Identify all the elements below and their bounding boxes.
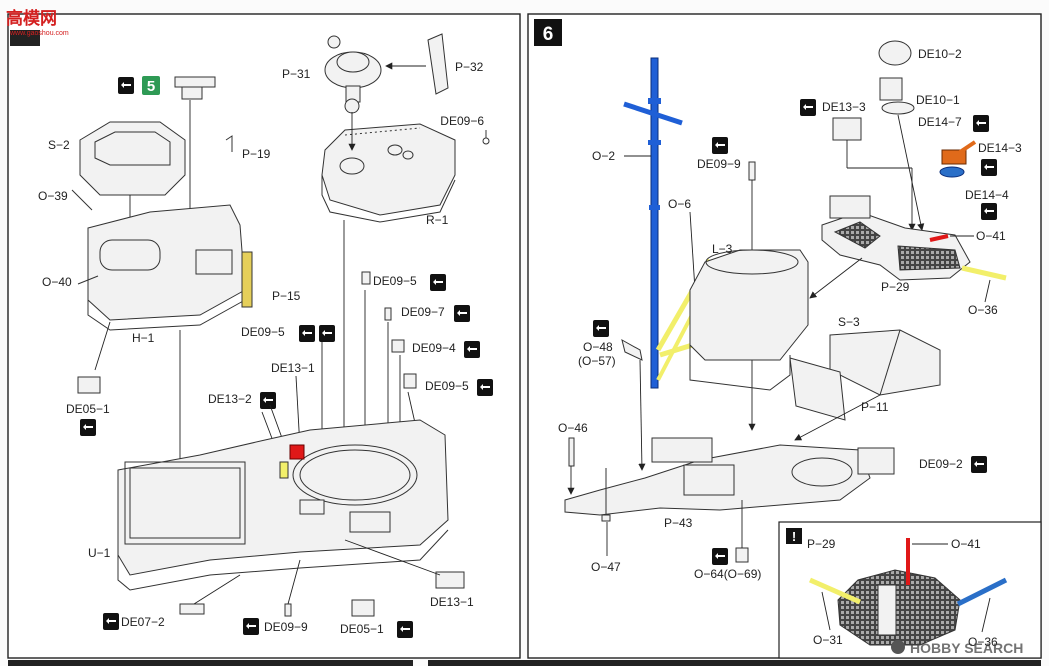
label-de09-7: DE09−7 — [401, 305, 445, 319]
part-s2 — [79, 121, 186, 196]
part-p11 — [789, 357, 846, 421]
label-de09-4: DE09−4 — [412, 341, 456, 355]
label-p15: P−15 — [272, 289, 301, 303]
part-p29 — [821, 195, 1007, 281]
inset-label-p29: P−29 — [807, 537, 836, 551]
label-o64: O−64(O−69) — [694, 567, 761, 581]
label-de09-5b: DE09−5 — [373, 274, 417, 288]
label-l3: L−3 — [712, 242, 733, 256]
substep-badge-bg — [142, 76, 160, 95]
part-p43 — [564, 437, 895, 522]
inset-note-box: ! P−29 O−41 O−31 O−36 — [778, 521, 1042, 659]
photo-etch-icon — [118, 77, 134, 94]
part-u1 — [117, 419, 449, 591]
label-de13-2: DE13−2 — [208, 392, 252, 406]
label-h1: H−1 — [132, 331, 155, 345]
label-de09-6: DE09−6 — [440, 114, 484, 128]
label-de09-9: DE09−9 — [264, 620, 308, 634]
label-s2: S−2 — [48, 138, 70, 152]
label-o2: O−2 — [592, 149, 615, 163]
label-de14-4: DE14−4 — [965, 188, 1009, 202]
label-de09-9: DE09−9 — [697, 157, 741, 171]
watermark-logo: 高模网 www.gaoshou.com — [6, 8, 69, 37]
label-de13-1a: DE13−1 — [271, 361, 315, 375]
warning-icon — [786, 528, 802, 544]
watermark-hobbysearch: HOBBY SEARCH — [891, 640, 1023, 656]
part-de05-1a — [77, 376, 101, 394]
label-de09-2: DE09−2 — [919, 457, 963, 471]
label-p31: P−31 — [282, 67, 311, 81]
step-number: 6 — [543, 24, 554, 45]
part-de10 — [878, 40, 915, 115]
label-s3: S−3 — [838, 315, 860, 329]
label-de10-2: DE10−2 — [918, 47, 962, 61]
inset-label-o36: O−36 — [968, 635, 998, 649]
label-o48: O−48 — [583, 340, 613, 354]
label-o57: (O−57) — [578, 354, 616, 368]
label-p19: P−19 — [242, 147, 271, 161]
label-o46: O−46 — [558, 421, 588, 435]
label-p32: P−32 — [455, 60, 484, 74]
label-de10-1: DE10−1 — [916, 93, 960, 107]
next-panel-edge — [8, 660, 413, 666]
label-de07-2: DE07−2 — [121, 615, 165, 629]
label-o36: O−36 — [968, 303, 998, 317]
part-p31 — [324, 35, 382, 114]
label-u1: U−1 — [88, 546, 111, 560]
part-gun-top — [174, 76, 216, 100]
label-de14-7: DE14−7 — [918, 115, 962, 129]
label-de05-1a: DE05−1 — [66, 402, 110, 416]
watermark-text: HOBBY SEARCH — [910, 640, 1023, 656]
watermark-url: www.gaoshou.com — [9, 30, 69, 37]
next-panel-edge — [428, 660, 1041, 666]
warning-mark: ! — [792, 529, 796, 544]
label-de13-1b: DE13−1 — [430, 595, 474, 609]
part-p32 — [427, 33, 449, 95]
inset-label-o41: O−41 — [951, 537, 981, 551]
label-p43: P−43 — [664, 516, 693, 530]
label-de05-1b: DE05−1 — [340, 622, 384, 636]
label-de13-3: DE13−3 — [822, 100, 866, 114]
step-badge — [534, 19, 562, 46]
part-de14-gun — [939, 140, 977, 178]
part-r1 — [321, 112, 456, 223]
label-p11: P−11 — [861, 400, 889, 414]
label-o47: O−47 — [591, 560, 621, 574]
watermark-cn: 高模网 — [6, 8, 57, 28]
label-de14-3: DE14−3 — [978, 141, 1022, 155]
label-r1: R−1 — [426, 213, 449, 227]
label-o40: O−40 — [42, 275, 72, 289]
prev-step-tab — [10, 30, 40, 46]
label-o41: O−41 — [976, 229, 1006, 243]
part-h1 — [87, 204, 253, 331]
substep-badge: 5 — [118, 76, 160, 95]
substep-number: 5 — [147, 78, 155, 95]
part-l3 — [689, 249, 809, 391]
label-p29: P−29 — [881, 280, 910, 294]
inset-label-o31: O−31 — [813, 633, 843, 647]
label-o6: O−6 — [668, 197, 691, 211]
label-de09-5c: DE09−5 — [425, 379, 469, 393]
label-de09-5a: DE09−5 — [241, 325, 285, 339]
label-o39: O−39 — [38, 189, 68, 203]
